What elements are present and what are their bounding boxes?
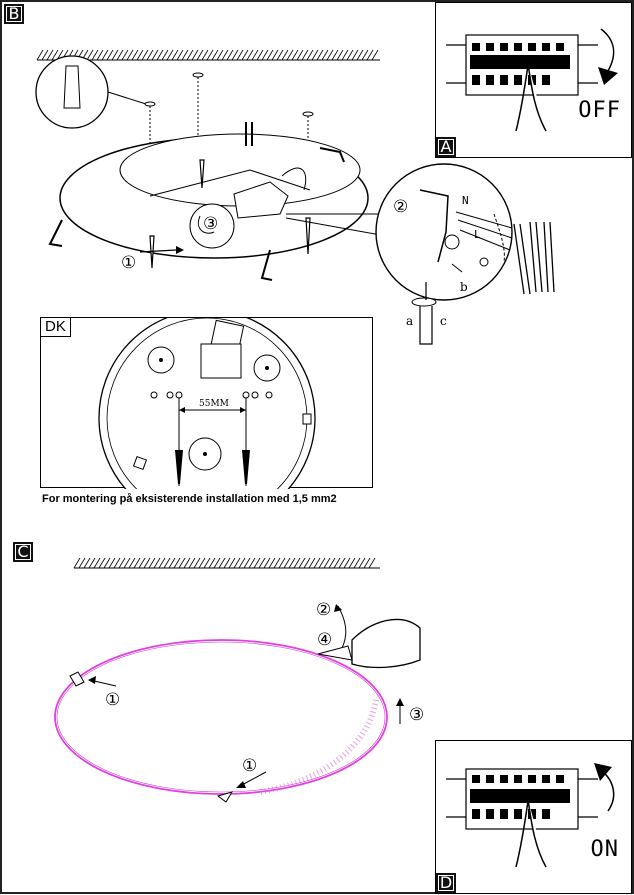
step-3-label-b: ③: [203, 214, 219, 234]
status-on-text: ON: [590, 837, 619, 862]
screw-c-label: c: [440, 314, 447, 328]
dk-mounting-box: DK 55MM: [40, 317, 373, 489]
status-off-text: OFF: [578, 98, 621, 123]
breaker-off-illustration: [446, 28, 618, 132]
step-1-left-label-c: ①: [105, 690, 121, 710]
wire-n-label: N: [462, 194, 469, 207]
step-1-label-b: ①: [121, 253, 137, 273]
screw-a-label: a: [406, 314, 414, 328]
dimension-55mm: 55MM: [199, 399, 229, 409]
section-label-c: C: [13, 542, 33, 562]
step-4-label-c: ④: [317, 630, 333, 650]
breaker-on-illustration: [446, 763, 615, 868]
section-label-b: B: [4, 4, 24, 24]
dk-label: DK: [40, 317, 71, 337]
section-label-d: D: [436, 873, 456, 893]
step-2-label-c: ②: [316, 600, 332, 620]
wire-l-label: L: [474, 228, 481, 241]
panel-switch-off: OFF A: [435, 2, 632, 158]
step-3-label-c: ③: [409, 705, 425, 725]
dk-plate-illustration: [98, 318, 316, 489]
step-2-label-b: ②: [393, 197, 409, 217]
section-label-a: A: [436, 137, 456, 157]
step-1-bottom-label-c: ①: [242, 756, 258, 776]
screw-b-label: b: [460, 280, 468, 294]
panel-switch-on: ON D: [435, 740, 632, 894]
dk-caption: For montering på eksisterende installati…: [42, 493, 337, 505]
